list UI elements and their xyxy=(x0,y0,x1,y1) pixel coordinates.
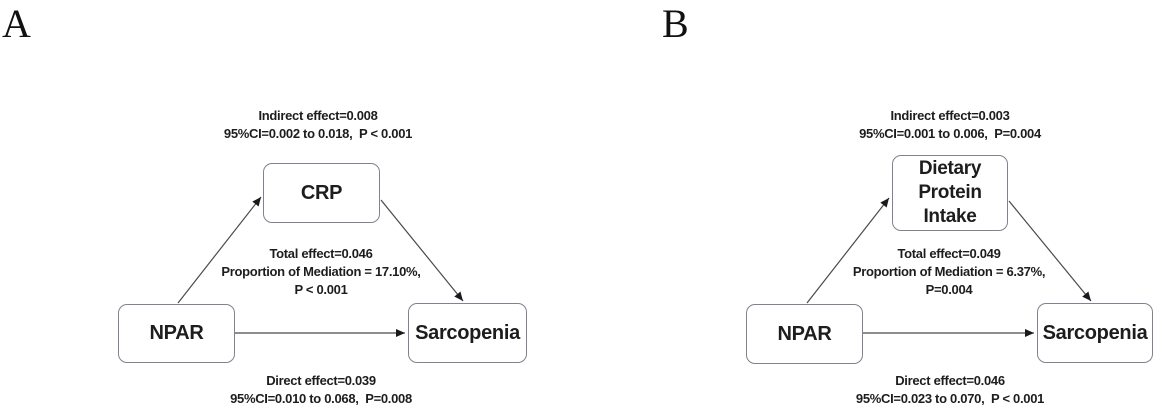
arrow-b-exposure-to-mediator xyxy=(806,197,890,304)
total-effect-annotation-a: Total effect=0.046 Proportion of Mediati… xyxy=(191,245,451,299)
panel-label-a: A xyxy=(2,1,31,46)
indirect-effect-value-b: Indirect effect=0.003 xyxy=(890,108,1010,123)
indirect-effect-value-a: Indirect effect=0.008 xyxy=(258,108,378,123)
direct-effect-annotation-b: Direct effect=0.046 95%CI=0.023 to 0.070… xyxy=(820,372,1080,408)
panel-label-b: B xyxy=(662,1,689,46)
exposure-node-b: NPAR xyxy=(746,304,863,364)
arrow-a-mediator-to-outcome xyxy=(380,199,464,302)
direct-effect-annotation-a: Direct effect=0.039 95%CI=0.010 to 0.068… xyxy=(191,372,451,408)
total-effect-pvalue-a: P < 0.001 xyxy=(294,282,348,297)
outcome-node-a: Sarcopenia xyxy=(408,303,527,363)
indirect-effect-ci-a: 95%CI=0.002 to 0.018, P < 0.001 xyxy=(223,126,413,141)
exposure-node-a: NPAR xyxy=(118,304,235,363)
indirect-effect-ci-b: 95%CI=0.001 to 0.006, P=0.004 xyxy=(859,126,1041,141)
arrow-a-exposure-to-mediator xyxy=(177,196,262,304)
direct-effect-ci-a: 95%CI=0.010 to 0.068, P=0.008 xyxy=(230,391,412,406)
mediation-proportion-a: Proportion of Mediation = 17.10%, xyxy=(221,264,421,279)
total-effect-pvalue-b: P=0.004 xyxy=(925,282,973,297)
indirect-effect-annotation-b: Indirect effect=0.003 95%CI=0.001 to 0.0… xyxy=(820,107,1080,143)
arrow-b-mediator-to-outcome xyxy=(1008,200,1092,302)
outcome-node-b: Sarcopenia xyxy=(1037,303,1153,363)
total-effect-value-b: Total effect=0.049 xyxy=(897,246,1001,261)
total-effect-annotation-b: Total effect=0.049 Proportion of Mediati… xyxy=(819,245,1079,299)
direct-effect-value-a: Direct effect=0.039 xyxy=(266,373,376,388)
mediator-node-a: CRP xyxy=(263,163,380,223)
total-effect-value-a: Total effect=0.046 xyxy=(269,246,373,261)
direct-effect-value-b: Direct effect=0.046 xyxy=(895,373,1005,388)
mediation-proportion-b: Proportion of Mediation = 6.37%, xyxy=(852,264,1046,279)
mediator-node-b: Dietary Protein Intake xyxy=(892,155,1008,231)
indirect-effect-annotation-a: Indirect effect=0.008 95%CI=0.002 to 0.0… xyxy=(188,107,448,143)
direct-effect-ci-b: 95%CI=0.023 to 0.070, P < 0.001 xyxy=(855,391,1045,406)
